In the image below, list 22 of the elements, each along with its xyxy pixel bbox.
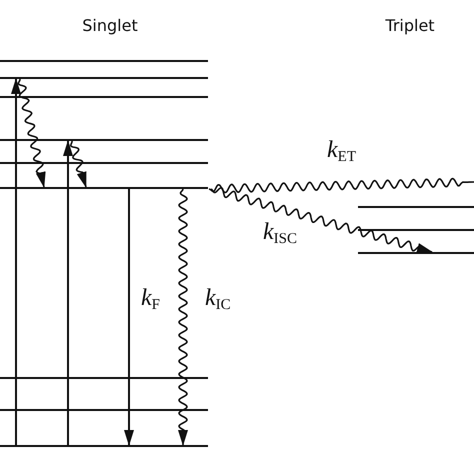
energy-level-line (0, 377, 208, 379)
arrow (124, 189, 134, 446)
state-label: Triplet (385, 16, 435, 35)
energy-level-line (0, 409, 208, 411)
wavy-arrow (178, 188, 188, 446)
wavy-arrow (18, 78, 46, 188)
state-label: Singlet (82, 16, 138, 35)
energy-level-line (0, 187, 208, 189)
energy-level-line (358, 206, 474, 208)
arrow (63, 140, 73, 445)
energy-level-line (358, 252, 474, 254)
energy-level-line (0, 60, 208, 62)
energy-level-line (0, 139, 208, 141)
energy-level-line (0, 445, 208, 447)
arrow (11, 78, 21, 445)
wavy-line (208, 178, 474, 194)
energy-level-line (0, 162, 208, 164)
wavy-arrow (210, 187, 433, 253)
energy-level-line (0, 96, 208, 98)
energy-level-line (358, 229, 474, 231)
energy-level-line (0, 77, 208, 79)
wavy-arrow (70, 140, 87, 188)
